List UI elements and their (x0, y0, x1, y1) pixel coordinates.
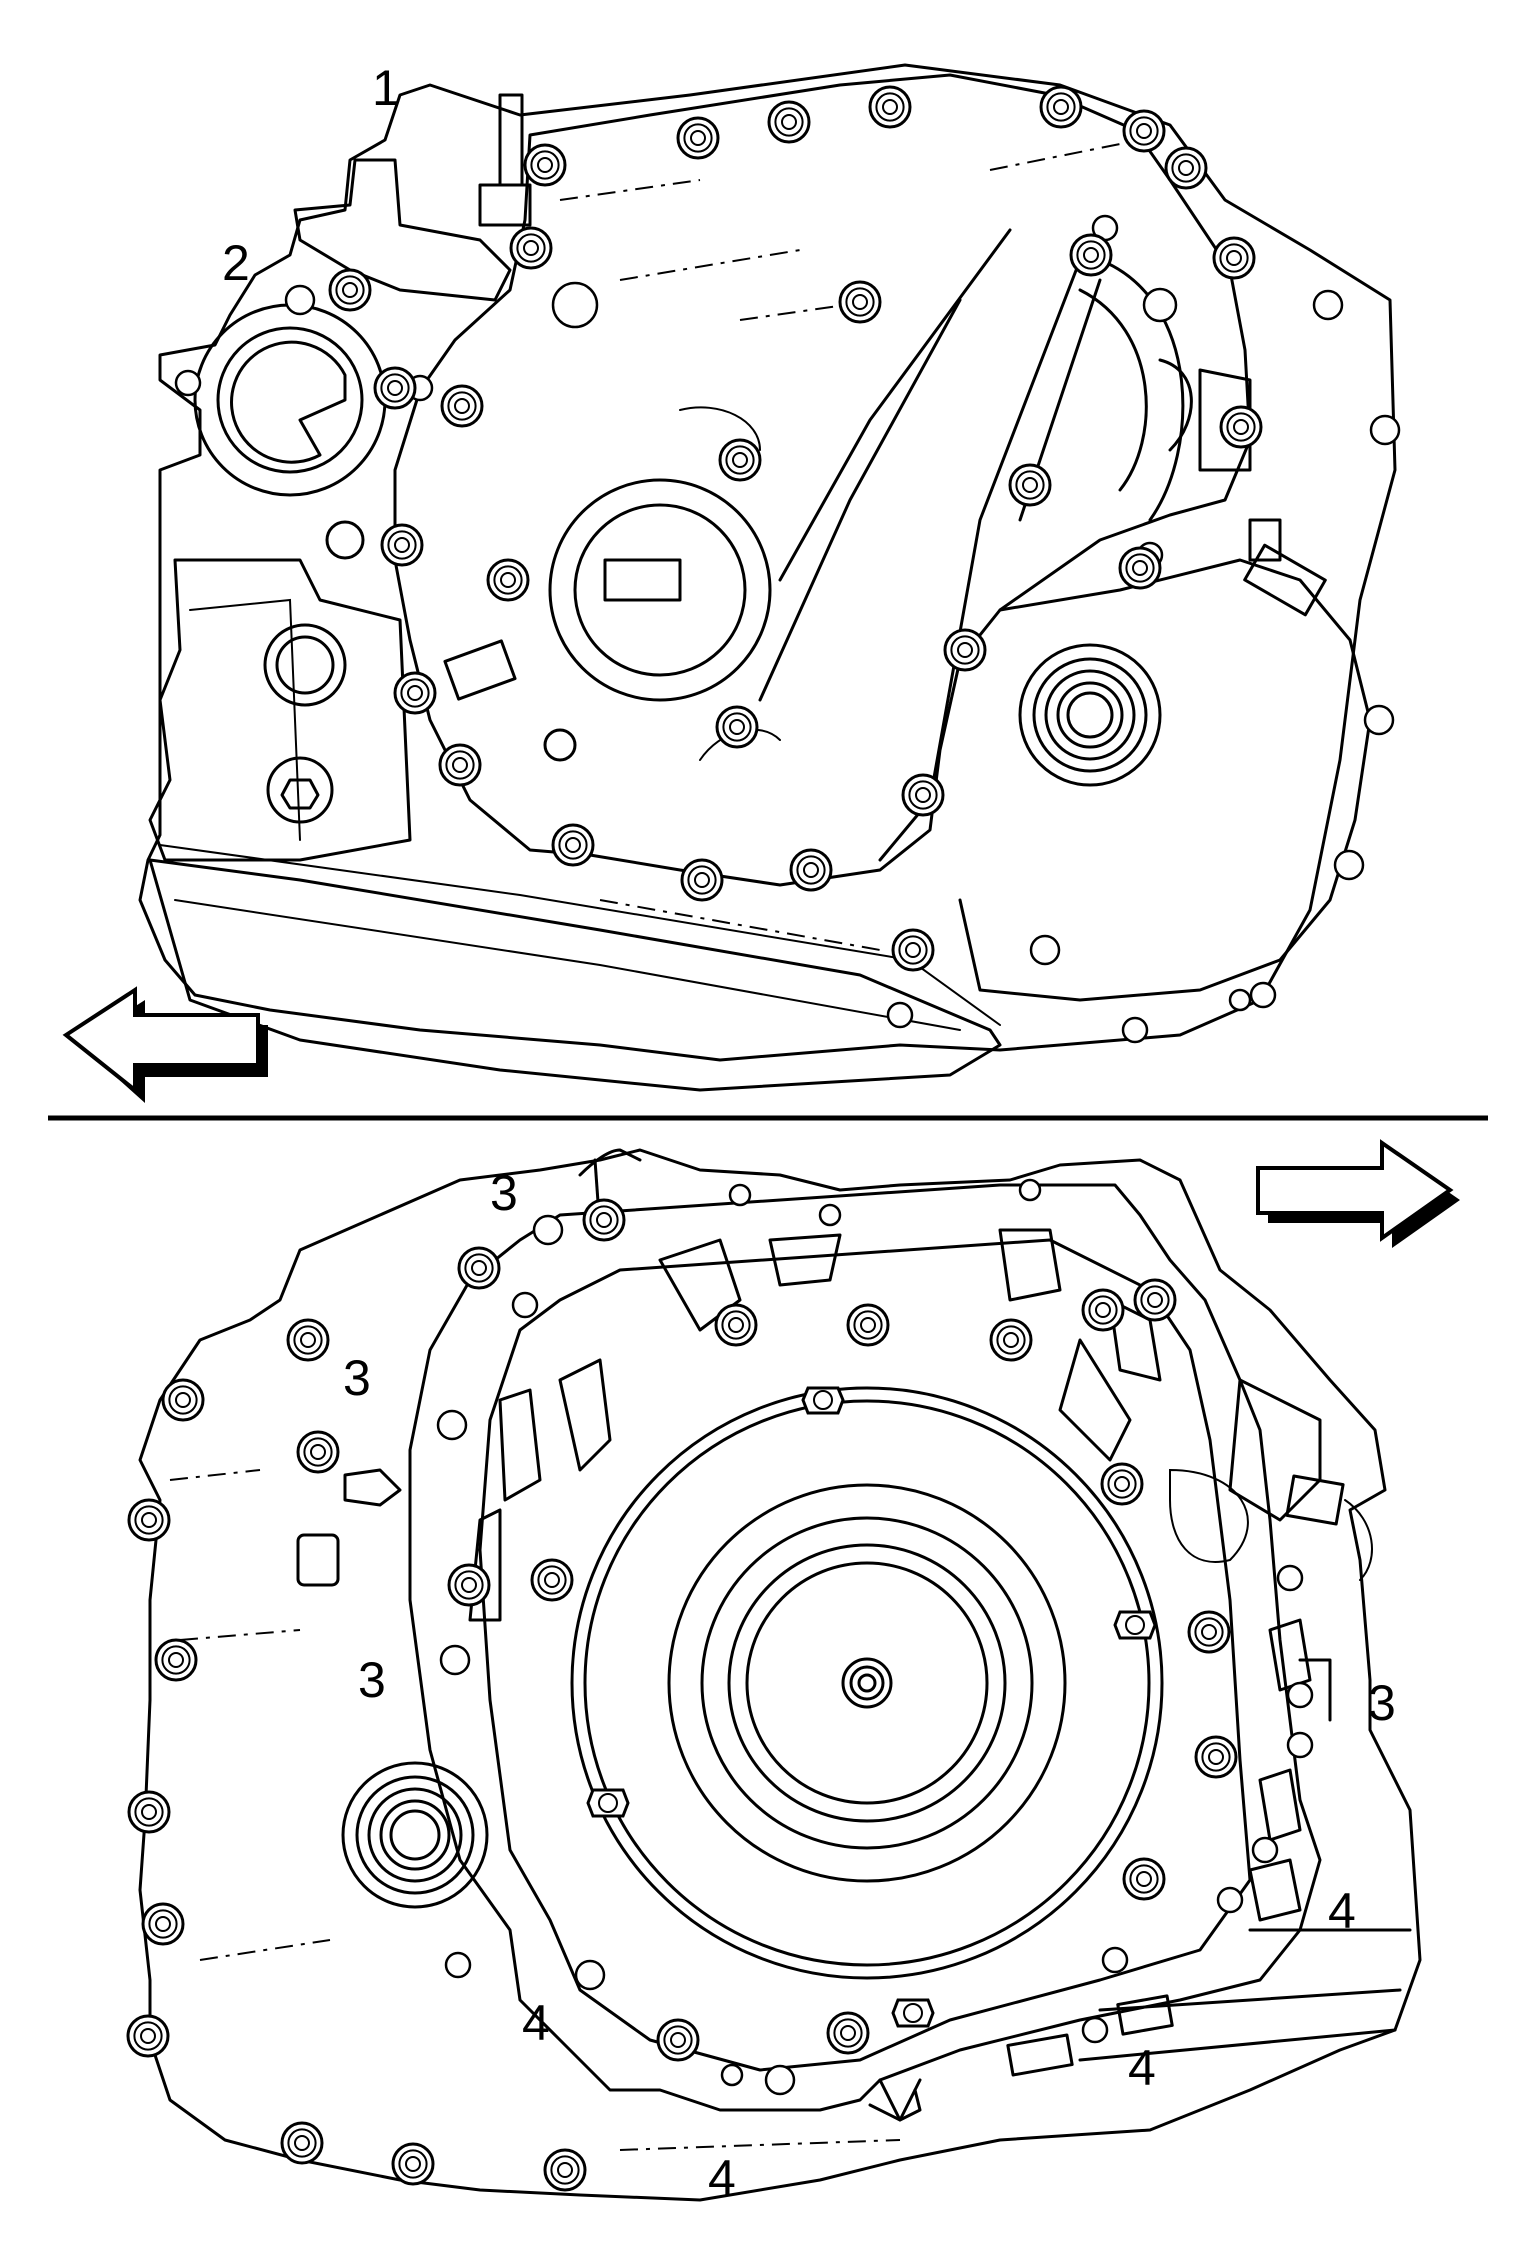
bolt-head-top-5 (1122, 109, 1166, 153)
bolt-head-bottom-25 (296, 1430, 340, 1474)
bolt-head-bottom-13 (656, 2018, 700, 2062)
bolt-head-bottom-12 (543, 2148, 587, 2192)
left-direction-arrow-icon (62, 986, 268, 1103)
bolt-head-top-11 (509, 226, 553, 270)
bolt-head-bottom-24 (447, 1563, 491, 1607)
bolt-head-top-21 (438, 743, 482, 787)
bolt-head-top-23 (680, 858, 724, 902)
bolt-head-top-25 (901, 773, 945, 817)
bolt-head-bottom-20 (989, 1318, 1033, 1362)
upper-cover-bolts (328, 85, 1263, 972)
bolt-head-bottom-5 (127, 1498, 171, 1542)
bolt-head-top-24 (789, 848, 833, 892)
bolt-head-bottom-4 (161, 1378, 205, 1422)
lower-housing-bolts (126, 1198, 1238, 2192)
bolt-head-top-12 (440, 384, 484, 428)
lower-housing-view (138, 1148, 1422, 2202)
bolt-head-bottom-23 (530, 1558, 574, 1602)
converter-hub (841, 1657, 893, 1709)
bolt-head-top-20 (393, 671, 437, 715)
bolt-head-bottom-3 (286, 1318, 330, 1362)
bolt-head-top-6 (1164, 146, 1208, 190)
bolt-head-top-3 (868, 85, 912, 129)
bolt-head-top-22 (551, 823, 595, 867)
bolt-head-bottom-7 (127, 1790, 171, 1834)
bell-housing-outline (958, 558, 1372, 1002)
callout-3-left: 3 (358, 1652, 386, 1708)
converter-stud-3 (586, 1788, 630, 1818)
bolt-head-top-7 (1212, 236, 1256, 280)
bolt-head-top-29 (373, 366, 417, 410)
bolt-head-top-27 (1219, 405, 1263, 449)
bolt-head-top-1 (676, 116, 720, 160)
callout-3-upper: 3 (490, 1165, 518, 1221)
oil-pan-outline (148, 858, 1002, 1092)
upper-case-outline (138, 63, 1397, 1062)
bolt-head-top-8 (1069, 233, 1113, 277)
bolt-head-bottom-11 (391, 2142, 435, 2186)
bolt-head-bottom-9 (126, 2014, 170, 2058)
callout-3-right: 3 (1368, 1675, 1396, 1731)
bolt-head-bottom-6 (154, 1638, 198, 1682)
speed-sensor (443, 639, 517, 701)
lower-case-outline (138, 1148, 1422, 2202)
lower-output-seal (341, 1761, 489, 1909)
callout-4-right: 4 (1328, 1883, 1356, 1939)
bolt-head-bottom-10 (280, 2121, 324, 2165)
cover-rib-1 (878, 258, 1082, 862)
output-shaft-seal (1018, 643, 1162, 787)
bolt-head-top-19 (486, 558, 530, 602)
bolt-head-bottom-21 (846, 1303, 890, 1347)
bolt-head-top-9 (838, 280, 882, 324)
side-cover-outline (393, 73, 1252, 887)
callout-2: 2 (222, 235, 250, 291)
bolt-head-top-2 (767, 100, 811, 144)
bolt-head-top-10 (523, 143, 567, 187)
bolt-head-bottom-8 (141, 1902, 185, 1946)
bolt-head-bottom-22 (714, 1303, 758, 1347)
axle-port (263, 623, 347, 707)
right-direction-arrow-icon (1256, 1139, 1460, 1248)
center-hub-outer (548, 478, 772, 702)
bolt-head-bottom-19 (1081, 1288, 1125, 1332)
bolt-head-top-13 (380, 523, 424, 567)
converter-stud-4 (891, 1998, 935, 2028)
bolt-head-top-15 (1008, 463, 1052, 507)
bolt-head-bottom-16 (1194, 1735, 1238, 1779)
bolt-head-bottom-26 (1133, 1278, 1177, 1322)
callout-3-upper-left: 3 (343, 1350, 371, 1406)
callout-4-bottom: 4 (708, 2150, 736, 2206)
bolt-head-top-4 (1039, 85, 1083, 129)
converter-stud-2 (1113, 1610, 1157, 1640)
bolt-head-bottom-17 (1187, 1610, 1231, 1654)
converter-stud-1 (801, 1386, 845, 1415)
bolt-head-bottom-1 (457, 1246, 501, 1290)
solenoid-connector (293, 158, 512, 302)
torque-converter-outer (570, 1386, 1164, 1980)
callout-1: 1 (372, 60, 400, 116)
bolt-head-top-14 (718, 438, 762, 482)
lower-sensor (296, 1533, 340, 1587)
bolt-head-bottom-14 (826, 2011, 870, 2055)
bolt-head-top-18 (715, 705, 759, 749)
bolt-head-bottom-2 (582, 1198, 626, 1242)
bolt-head-top-26 (891, 928, 935, 972)
upper-housing-view (138, 63, 1401, 1092)
bolt-head-top-16 (1118, 546, 1162, 590)
range-sensor (1243, 543, 1327, 617)
bolt-head-bottom-18 (1100, 1462, 1144, 1506)
bolt-head-bottom-15 (1122, 1857, 1166, 1901)
torque-converter-housing-outline (408, 1183, 1322, 2112)
left-port-outer (193, 303, 387, 497)
callout-4-bottom-right: 4 (1128, 2040, 1156, 2096)
valve-body-outline (148, 558, 412, 862)
bolt-head-top-17 (943, 628, 987, 672)
bolt-head-top-28 (328, 268, 372, 312)
callout-4-lower-left: 4 (522, 1995, 550, 2051)
